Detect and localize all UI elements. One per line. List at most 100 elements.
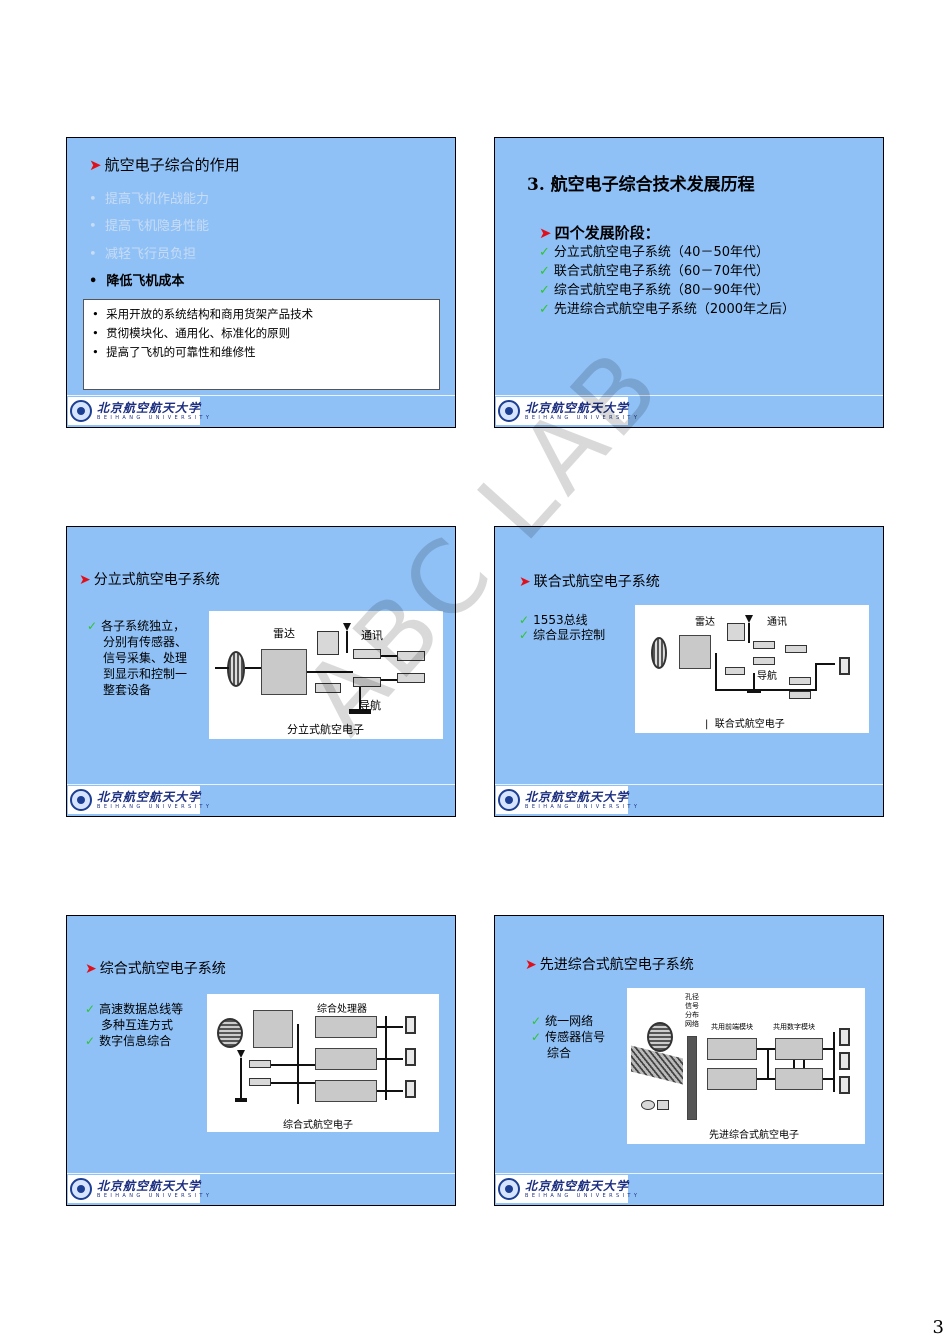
slide-footer: 北京航空航天大学 BEIHANG UNIVERSITY [495,784,883,816]
slide-title: ➤联合式航空电子系统 [519,574,660,590]
slide-footer: 北京航空航天大学 BEIHANG UNIVERSITY [495,1173,883,1205]
emblem-icon [498,789,520,811]
discrete-diagram: 雷达 通讯 导航 分立式航空电子 [209,611,443,739]
slide-integrated-avionics: ➤综合式航空电子系统 ✓高速数据总线等 多种互连方式 ✓数字信息综合 综合处理器… [66,915,456,1206]
check-icon: ✓ [539,264,550,279]
description-line: 整套设备 [103,683,152,697]
slide-federated-avionics: ➤联合式航空电子系统 ✓1553总线 ✓综合显示控制 雷达 通讯 导航 | 联合… [494,526,884,817]
description-line: 信号采集、处理 [103,651,188,665]
page-number: 3 [932,1317,944,1338]
university-logo: 北京航空航天大学 BEIHANG UNIVERSITY [68,397,209,425]
diagram-caption: 分立式航空电子 [287,723,364,736]
comm-label: 通讯 [361,629,383,642]
sensor-array-icon [217,1018,243,1048]
feature-item-cont: 综合 [547,1046,572,1060]
diagram-caption: 先进综合式航空电子 [709,1130,799,1141]
feature-item: ✓统一网络 [531,1014,594,1028]
display-icon [839,1028,850,1046]
display-icon [405,1048,416,1066]
module-label: 共用数字模块 [773,1023,815,1031]
detail-item: • 贯彻模块化、通用化、标准化的原则 [92,326,291,340]
slide-subtitle: ➤四个发展阶段： [539,224,660,242]
radar-dish-icon [651,637,667,669]
antenna-icon [745,615,753,623]
slide-title: ➤航空电子综合的作用 [89,156,240,174]
antenna-array-icon [631,1045,683,1085]
stage-item: ✓综合式航空电子系统（80－90年代） [539,283,769,298]
detail-box: • 采用开放的系统结构和商用货架产品技术 • 贯彻模块化、通用化、标准化的原则 … [83,299,440,390]
antenna-icon [343,623,351,631]
feature-item: ✓1553总线 [519,613,588,627]
stage-item: ✓联合式航空电子系统（60－70年代） [539,264,769,279]
check-icon: ✓ [85,1002,96,1016]
description-line: 分别有传感器、 [103,635,188,649]
description-line: ✓各子系统独立， [87,619,186,633]
slide-title: ➤分立式航空电子系统 [79,572,220,588]
faded-item: • 提高飞机作战能力 [89,192,209,207]
arrow-bullet-icon: ➤ [525,957,537,973]
display-icon [405,1016,416,1034]
comm-label: 通讯 [767,617,787,628]
detail-item: • 提高了飞机的可靠性和维修性 [92,345,256,359]
display-icon [839,657,850,675]
check-icon: ✓ [539,302,550,317]
check-icon: ✓ [85,1034,96,1048]
display-icon [839,1052,850,1070]
diagram-caption: 综合式航空电子 [283,1120,353,1131]
description-line: 到显示和控制一 [103,667,188,681]
diagram-caption: | 联合式航空电子 [705,719,785,730]
display-unit [727,623,745,641]
radar-unit [679,635,711,669]
antenna-icon [237,1050,245,1058]
slide-advanced-integrated-avionics: ➤先进综合式航空电子系统 ✓统一网络 ✓传感器信号 综合 孔径 信号 分布 网络… [494,915,884,1206]
display-icon [839,1076,850,1094]
check-icon: ✓ [531,1014,542,1028]
slide-footer: 北京航空航天大学 BEIHANG UNIVERSITY [67,1173,455,1205]
check-icon: ✓ [539,245,550,260]
arrow-bullet-icon: ➤ [519,574,531,590]
radar-unit [261,649,307,695]
display-icon [405,1080,416,1098]
feature-item: ✓数字信息综合 [85,1034,172,1048]
nav-label: 导航 [757,671,777,682]
emblem-icon [498,1178,520,1200]
slide-footer: 北京航空航天大学 BEIHANG UNIVERSITY [67,395,455,427]
arrow-bullet-icon: ➤ [79,572,91,588]
slide-footer: 北京航空航天大学 BEIHANG UNIVERSITY [67,784,455,816]
emblem-icon [70,400,92,422]
stage-item: ✓先进综合式航空电子系统（2000年之后） [539,302,795,317]
check-icon: ✓ [519,613,530,627]
emblem-icon [70,789,92,811]
slide-title: ➤综合式航空电子系统 [85,961,226,977]
network-label: 信号 [685,1002,699,1010]
arrow-bullet-icon: ➤ [539,224,552,242]
slide-title: 3. 航空电子综合技术发展历程 [527,175,755,195]
slide-title: ➤先进综合式航空电子系统 [525,957,694,973]
front-end-module [707,1068,757,1090]
digital-module [775,1038,823,1060]
faded-item: • 提高飞机隐身性能 [89,219,209,234]
nav-label: 导航 [359,699,381,712]
integrated-diagram: 综合处理器 综合式航空电子 [207,994,439,1132]
emblem-icon [70,1178,92,1200]
processor-label: 综合处理器 [317,1004,367,1015]
arrow-bullet-icon: ➤ [85,961,97,977]
network-label: 分布 [685,1011,699,1019]
university-logo: 北京航空航天大学 BEIHANG UNIVERSITY [68,786,209,814]
university-logo: 北京航空航天大学 BEIHANG UNIVERSITY [496,786,637,814]
slide-footer: 北京航空航天大学 BEIHANG UNIVERSITY [495,395,883,427]
arrow-bullet-icon: ➤ [89,156,102,174]
sensor-unit [253,1010,293,1048]
faded-item: • 减轻飞行员负担 [89,247,196,262]
stage-item: ✓分立式航空电子系统（40－50年代） [539,245,769,260]
bold-item: • 降低飞机成本 [89,274,185,289]
network-backplane [687,1036,697,1120]
feature-item-cont: 多种互连方式 [101,1018,174,1032]
university-logo: 北京航空航天大学 BEIHANG UNIVERSITY [68,1175,209,1203]
check-icon: ✓ [87,619,98,633]
slide-development-history: 3. 航空电子综合技术发展历程 ➤四个发展阶段： ✓分立式航空电子系统（40－5… [494,137,884,428]
feature-item: ✓高速数据总线等 [85,1002,184,1016]
digital-module [775,1068,823,1090]
sensor-icon [641,1100,655,1110]
display-unit [317,631,339,655]
